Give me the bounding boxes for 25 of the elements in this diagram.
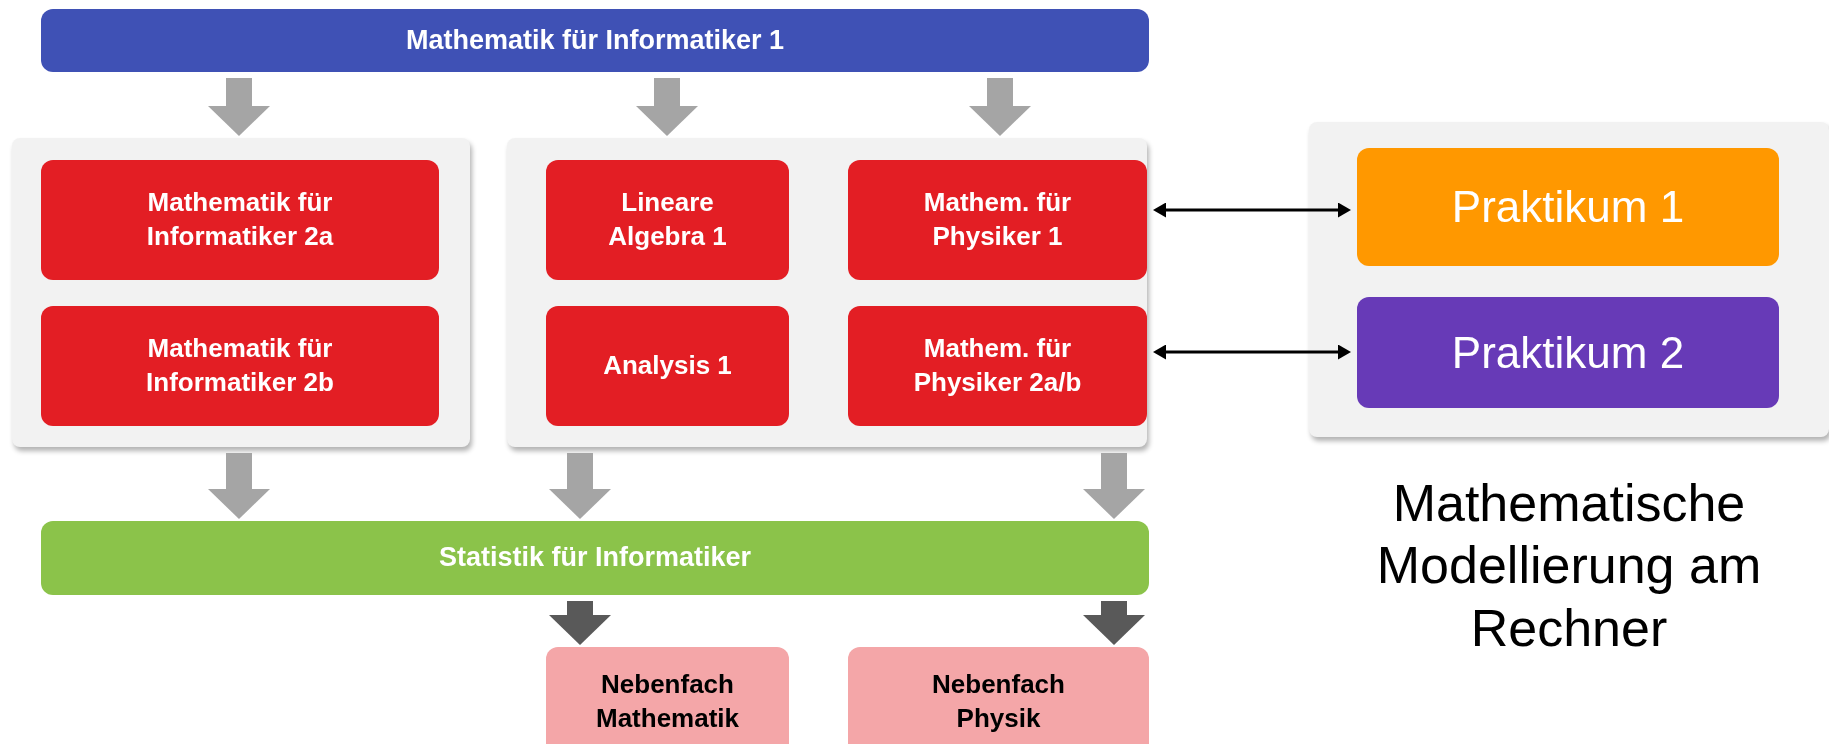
course-box: Praktikum 2 — [1357, 297, 1779, 408]
course-box: Praktikum 1 — [1357, 148, 1779, 266]
course-bar: Mathematik für Informatiker 1 — [41, 9, 1149, 72]
block-arrow — [1083, 601, 1145, 645]
group-panel — [507, 138, 1147, 447]
block-arrow — [549, 601, 611, 645]
block-arrow — [208, 453, 270, 519]
course-box: Analysis 1 — [546, 306, 789, 426]
double-arrow — [1153, 344, 1351, 360]
course-bar: Statistik für Informatiker — [41, 521, 1149, 595]
group-panel — [12, 138, 470, 447]
course-box: Mathematik für Informatiker 2b — [41, 306, 439, 426]
block-arrow — [208, 78, 270, 136]
group-caption: Mathematische Modellierung am Rechner — [1375, 473, 1763, 659]
block-arrow — [969, 78, 1031, 136]
course-box: Mathem. für Physiker 1 — [848, 160, 1147, 280]
course-box: Nebenfach Mathematik — [546, 647, 789, 744]
block-arrow — [549, 453, 611, 519]
block-arrow — [636, 78, 698, 136]
double-arrow — [1153, 202, 1351, 218]
block-arrow — [1083, 453, 1145, 519]
course-box: Mathem. für Physiker 2a/b — [848, 306, 1147, 426]
course-box: Mathematik für Informatiker 2a — [41, 160, 439, 280]
course-box: Nebenfach Physik — [848, 647, 1149, 744]
course-box: Lineare Algebra 1 — [546, 160, 789, 280]
